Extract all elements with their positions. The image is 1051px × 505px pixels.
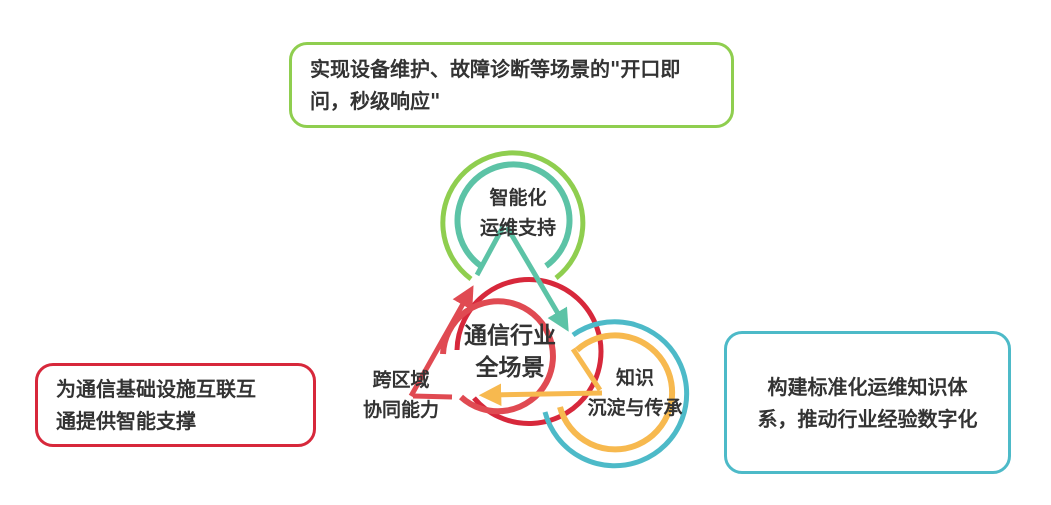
callout-left-line1: 为通信基础设施互联互	[56, 377, 256, 401]
node-top-label: 智能化 运维支持	[463, 183, 573, 243]
arrow-right-to-left	[478, 383, 603, 407]
node-top-line2: 运维支持	[479, 217, 556, 239]
arrow-top-left-stub	[474, 225, 506, 277]
callout-right-line1: 构建标准化运维知识体	[767, 374, 968, 399]
callout-top-line2: 问，秒级响应"	[310, 89, 441, 113]
node-left-line2: 协同能力	[362, 399, 439, 421]
callout-left-line2: 通提供智能支撑	[56, 409, 196, 433]
callout-right-line2: 系，推动行业经验数字化	[757, 406, 978, 431]
node-top-rings	[440, 150, 586, 282]
arrow-right-stub	[570, 347, 603, 392]
node-left-line1: 跨区域	[372, 369, 430, 391]
node-left-rings	[440, 277, 604, 427]
callout-left: 为通信基础设施互联互 通提供智能支撑	[35, 363, 316, 447]
node-right-rings	[542, 319, 690, 469]
node-right-label: 知识 沉淀与传承	[560, 363, 710, 423]
arrow-left-to-top	[408, 285, 474, 398]
center-title-line2: 全场景	[475, 355, 545, 381]
node-right-line2: 沉淀与传承	[587, 397, 683, 419]
center-title-line1: 通信行业	[464, 323, 556, 349]
node-left-label: 跨区域 协同能力	[336, 365, 466, 425]
callout-right: 构建标准化运维知识体 系，推动行业经验数字化	[724, 331, 1011, 474]
arrow-top-to-right	[504, 225, 569, 332]
arrow-left-stub	[412, 393, 453, 400]
callout-top-line1: 实现设备维护、故障诊断等场景的"开口即	[310, 57, 681, 81]
callout-top: 实现设备维护、故障诊断等场景的"开口即 问，秒级响应"	[289, 42, 734, 128]
cycle-arrows	[408, 225, 603, 407]
node-top-line1: 智能化	[489, 187, 547, 209]
node-right-line1: 知识	[615, 367, 654, 389]
center-title: 通信行业 全场景	[430, 320, 590, 384]
